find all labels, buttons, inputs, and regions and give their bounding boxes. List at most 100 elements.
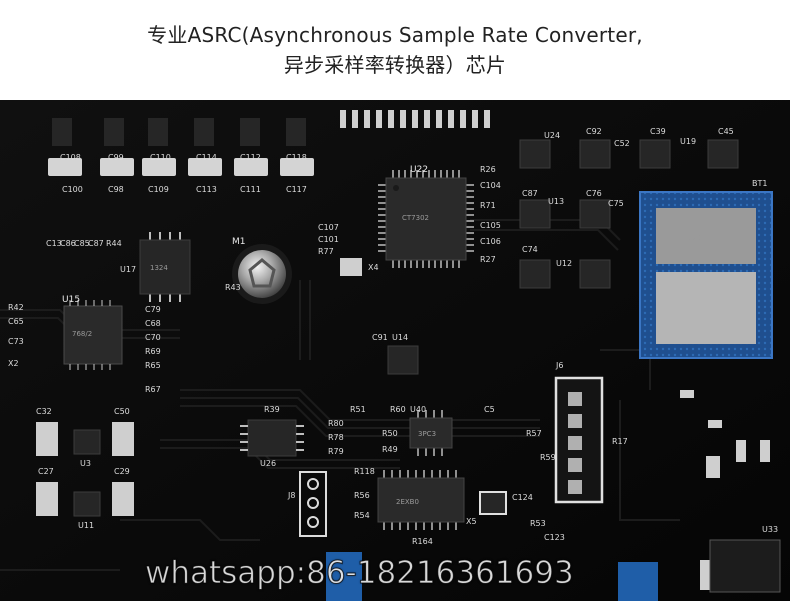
label-c75: C75	[608, 199, 624, 208]
label-c87b: C87	[88, 239, 104, 248]
label-r42: R42	[8, 303, 24, 312]
label-r77: R77	[318, 247, 334, 256]
label-c73: C73	[8, 337, 24, 346]
bluetooth-marking: FE3204	[680, 234, 707, 242]
label-r118: R118	[354, 467, 375, 476]
label-r78: R78	[328, 433, 344, 442]
chip-u33	[709, 539, 781, 593]
caption-line-2: 异步采样率转换器）芯片	[283, 53, 507, 77]
label-x5: X5	[466, 517, 477, 526]
label-c13: C13	[46, 239, 62, 248]
label-c117: C117	[286, 185, 307, 194]
label-r51: R51	[350, 405, 366, 414]
chip-u22	[378, 170, 474, 268]
label-r164: R164	[412, 537, 433, 546]
label-c79: C79	[145, 305, 161, 314]
resistor-array-top	[340, 110, 490, 128]
label-r56: R56	[354, 491, 370, 500]
label-c100: C100	[62, 185, 83, 194]
label-u33: U33	[762, 525, 778, 534]
label-r69: R69	[145, 347, 161, 356]
chip-u40-marking: 3PC3	[418, 430, 436, 438]
label-c104: C104	[480, 181, 501, 190]
label-c27: C27	[38, 467, 54, 476]
label-r44: R44	[106, 239, 122, 248]
label-x4: X4	[368, 263, 379, 272]
label-c39: C39	[650, 127, 666, 136]
label-c118: C118	[286, 153, 307, 162]
header-j8	[299, 471, 327, 537]
label-c29: C29	[114, 467, 130, 476]
label-c107: C107	[318, 223, 339, 232]
crystal-x5	[479, 491, 507, 515]
label-c74: C74	[522, 245, 538, 254]
top-capacitor-row	[48, 118, 314, 176]
label-c98: C98	[108, 185, 124, 194]
label-c111: C111	[240, 185, 261, 194]
label-u14: U14	[392, 333, 408, 342]
label-x2: X2	[8, 359, 19, 368]
label-j6: J6	[555, 361, 563, 370]
label-c92: C92	[586, 127, 602, 136]
label-c99: C99	[108, 153, 124, 162]
label-r27: R27	[480, 255, 496, 264]
label-r60: R60	[390, 405, 406, 414]
label-c68: C68	[145, 319, 161, 328]
label-u3: U3	[80, 459, 91, 468]
label-c113: C113	[196, 185, 217, 194]
label-u15: U15	[62, 295, 80, 305]
chip-u26	[240, 419, 304, 457]
pcb-illustration: C108 C99 C110 C114 C112 C118 C100 C98 C1…	[0, 100, 790, 601]
label-c106: C106	[480, 237, 501, 246]
label-bt1: BT1	[752, 179, 767, 188]
regulator-group	[519, 139, 739, 289]
label-r80: R80	[328, 419, 344, 428]
label-r26: R26	[480, 165, 496, 174]
label-r79: R79	[328, 447, 344, 456]
watermark-text: whatsapp:86-18216361693	[145, 555, 575, 592]
label-u11: U11	[78, 521, 94, 530]
label-u19: U19	[680, 137, 696, 146]
label-r49: R49	[382, 445, 398, 454]
label-m1: M1	[232, 237, 246, 247]
label-c109: C109	[148, 185, 169, 194]
label-c101: C101	[318, 235, 339, 244]
chip-u15	[63, 300, 123, 370]
label-u24: U24	[544, 131, 560, 140]
label-r54: R54	[354, 511, 370, 520]
label-c110: C110	[150, 153, 171, 162]
label-u13: U13	[548, 197, 564, 206]
label-c124: C124	[512, 493, 533, 502]
label-c65: C65	[8, 317, 24, 326]
label-c123: C123	[544, 533, 565, 542]
label-c52: C52	[614, 139, 630, 148]
label-r17: R17	[612, 437, 628, 446]
label-r50: R50	[382, 429, 398, 438]
label-r59: R59	[540, 453, 556, 462]
chip-u17-marking: 1324	[150, 264, 168, 272]
label-c87: C87	[522, 189, 538, 198]
connector-j6	[554, 376, 604, 504]
chip-u34	[377, 470, 465, 530]
label-r43: R43	[225, 283, 241, 292]
blue-component-left	[326, 552, 362, 601]
label-c108: C108	[60, 153, 81, 162]
label-u12: U12	[556, 259, 572, 268]
chip-u15-marking: 768/2	[72, 330, 92, 338]
label-r65: R65	[145, 361, 161, 370]
crystal-x4	[340, 258, 362, 276]
label-c32: C32	[36, 407, 52, 416]
chip-u34-marking: 2EXB0	[396, 498, 419, 506]
label-c45: C45	[718, 127, 734, 136]
chip-u17	[139, 232, 191, 302]
chip-u14	[387, 345, 419, 375]
pcb-photo: C108 C99 C110 C114 C112 C118 C100 C98 C1…	[0, 100, 790, 601]
label-c112: C112	[240, 153, 261, 162]
chip-u22-marking: CT7302	[402, 214, 429, 222]
label-r39: R39	[264, 405, 280, 414]
label-c91: C91	[372, 333, 388, 342]
screw-m1	[232, 244, 292, 304]
label-c70: C70	[145, 333, 161, 342]
label-u26: U26	[260, 459, 276, 468]
label-u40: U40	[410, 405, 426, 414]
